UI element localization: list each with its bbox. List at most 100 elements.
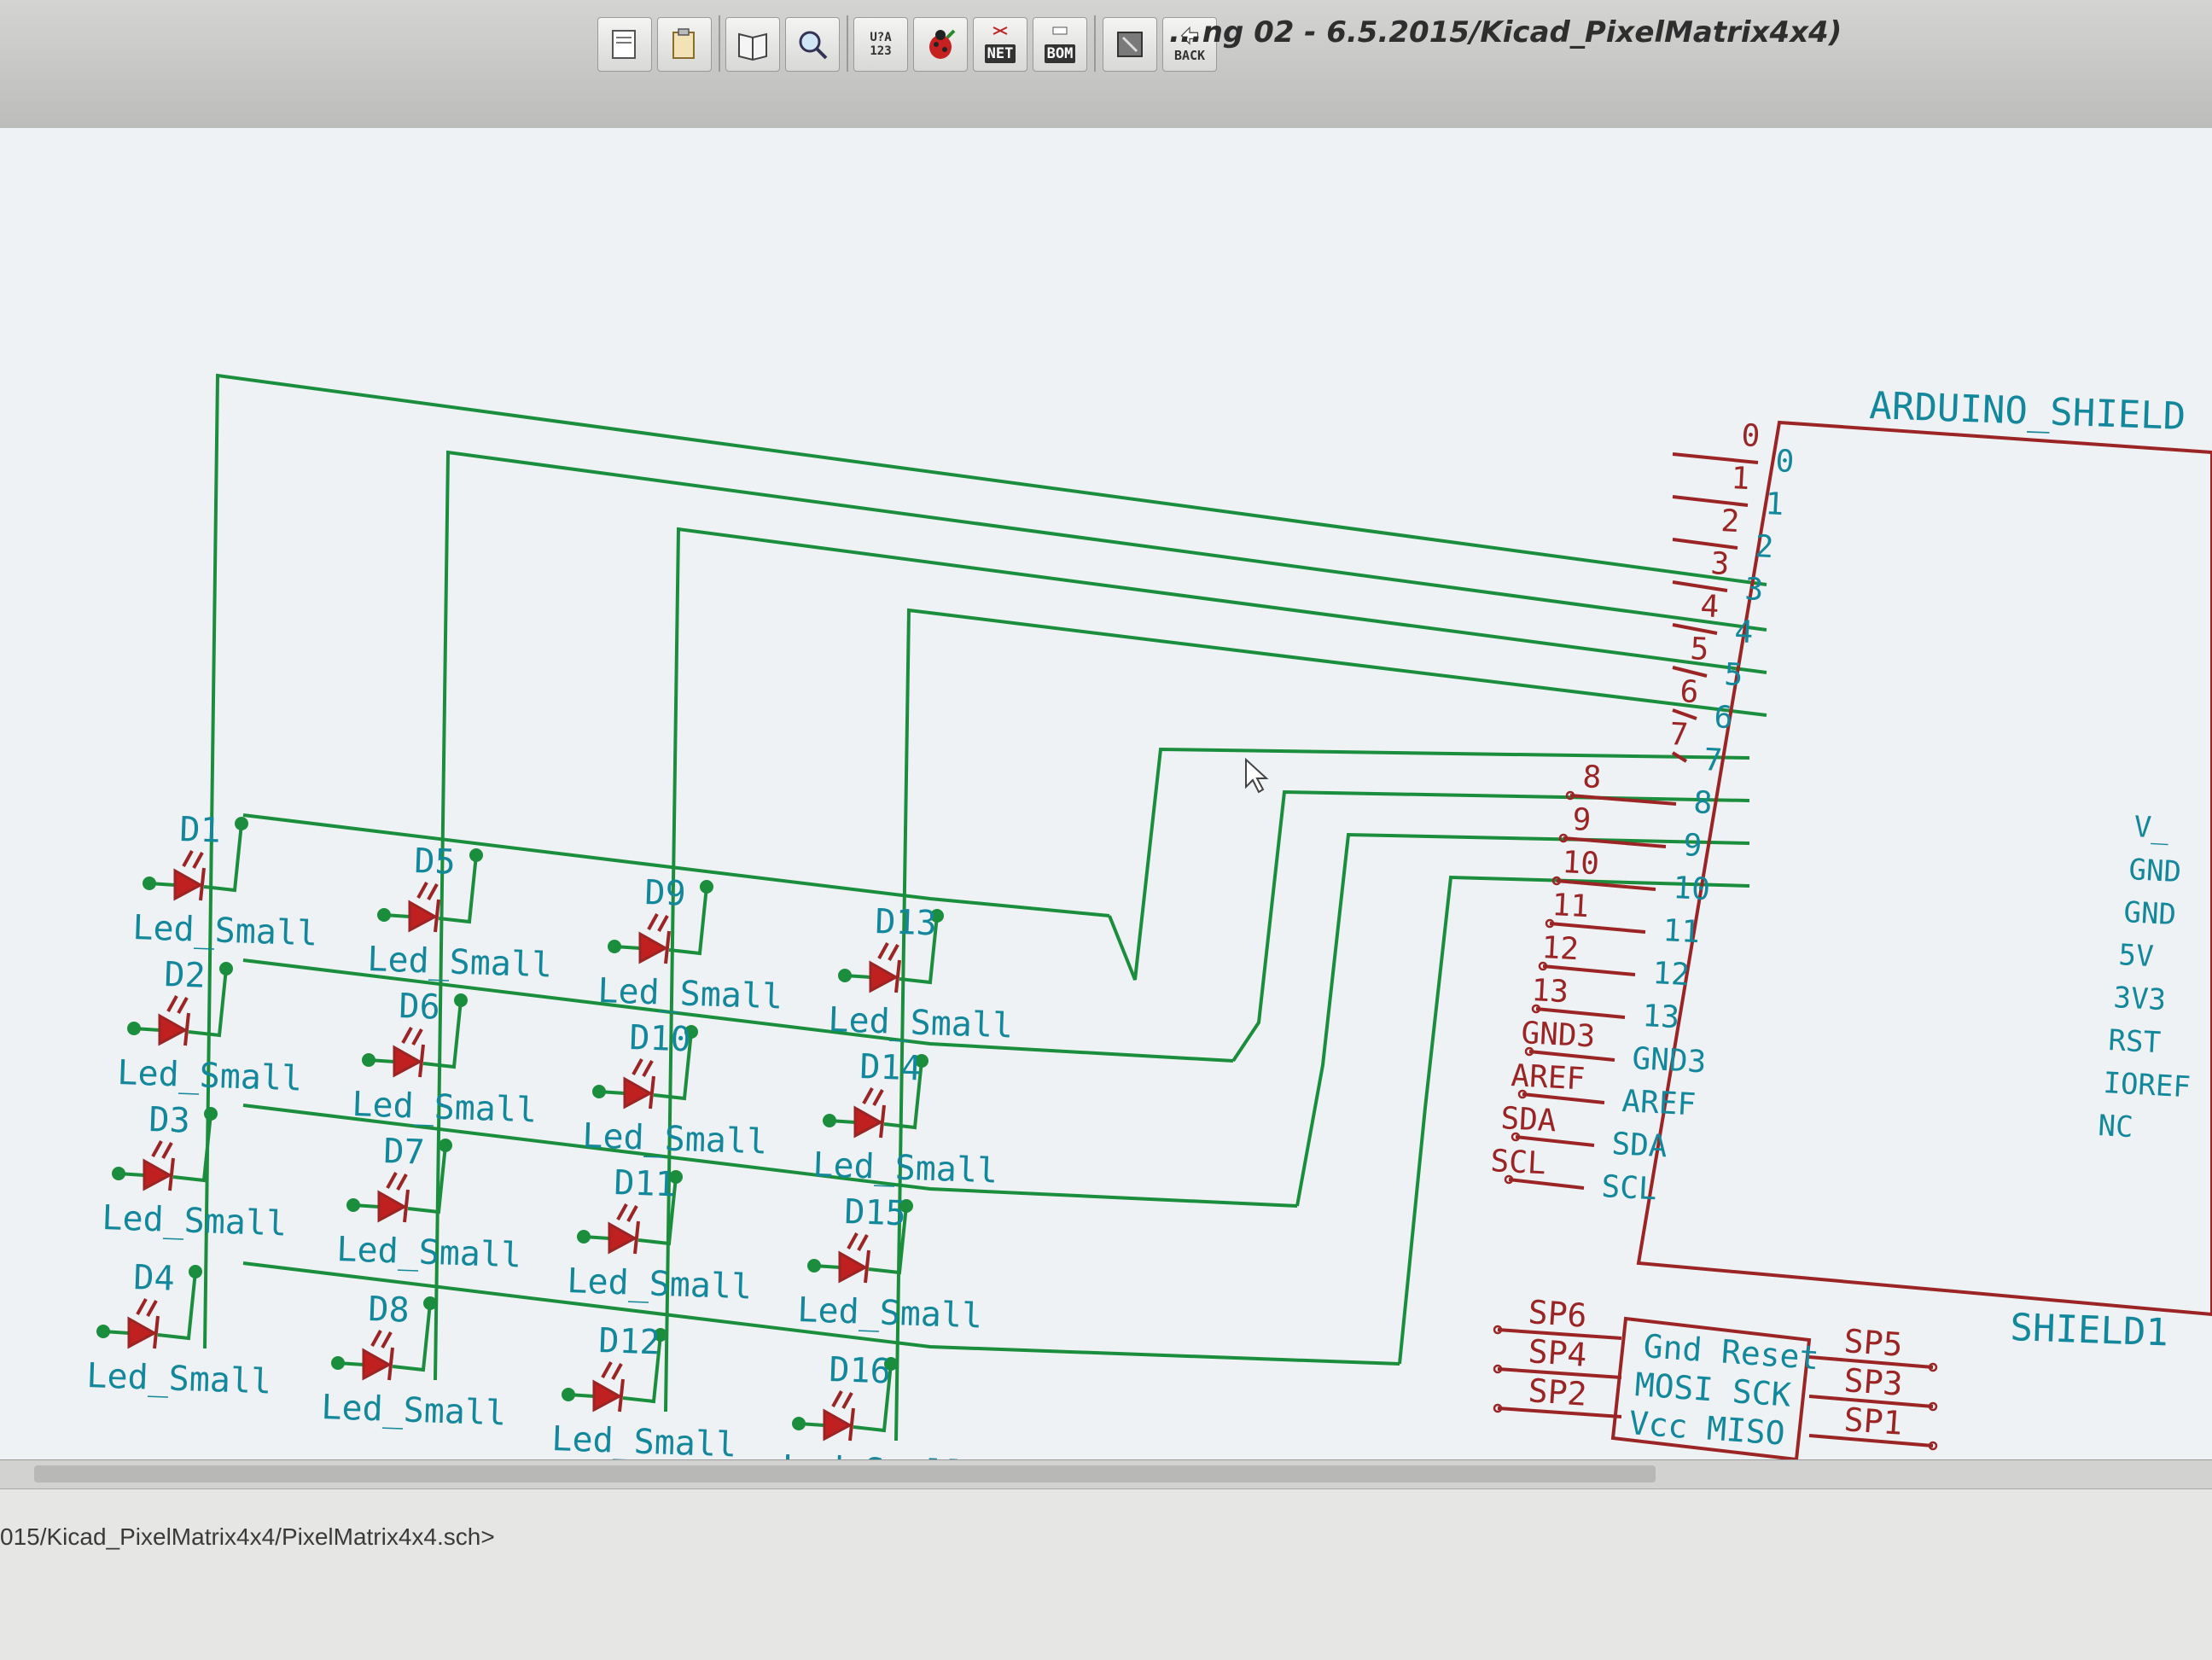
scrollbar-thumb[interactable] [34,1465,1656,1482]
shield-pin [1672,452,1759,464]
junction-dot [331,1356,345,1370]
paste-button[interactable] [657,17,712,72]
led-value: Led_Small [132,908,318,954]
junction-dot [608,940,621,953]
led-emission-arrow [632,1058,643,1075]
led-lead [868,1205,908,1275]
shield-pin [1672,666,1708,678]
led-reference: D1 [179,810,222,851]
library-editor-button[interactable] [725,17,780,72]
pin-end-marker [1517,1089,1528,1099]
led-value: Led_Small [102,1198,288,1244]
led-lead [622,1334,662,1404]
led-emission-arrow [411,1028,423,1046]
led-symbol [638,931,669,964]
icsp-pin-label: SP1 [1842,1401,1904,1442]
led-lead [899,915,939,985]
led-value: Led_Small [352,1085,538,1131]
icsp-pin [1497,1367,1622,1379]
led-reference: D9 [644,873,687,914]
icsp-pin [1808,1355,1934,1369]
pin-end-marker [1504,1174,1514,1185]
row-wire [242,813,1110,917]
bom-button[interactable]: BOM [1033,17,1087,72]
led-lead [668,886,708,956]
erc-button[interactable] [913,17,968,72]
pin-end-marker [1524,1046,1534,1057]
led-cathode-bar [894,959,901,993]
icsp-pin-label: SP3 [1842,1361,1904,1403]
shield-pin-name: 6 [1714,700,1734,736]
shield-pin [1515,1135,1595,1147]
back-button[interactable]: BACK [1162,17,1217,72]
led-value: Led_Small [117,1053,303,1099]
junction-dot [700,880,713,894]
led-reference: D4 [133,1258,176,1299]
led-cathode-bar [153,1315,160,1349]
row-route-wire [1398,875,1750,1365]
file-path-status: 015/Kicad_PixelMatrix4x4/PixelMatrix4x4.… [0,1523,495,1550]
led-lead [637,1176,678,1246]
led-emission-arrow [872,1089,884,1106]
shield-pin [1542,964,1636,976]
shield-pin-name: 1 [1765,486,1785,522]
book-icon [738,32,767,61]
led-emission-arrow [616,1203,628,1220]
icsp-pin-label: SP2 [1527,1372,1588,1413]
shield-pin [1528,1050,1615,1062]
led-emission-arrow [862,1087,874,1104]
back-arrow-icon [1180,26,1199,45]
netlist-button[interactable]: NET [973,17,1027,72]
led-symbol [143,1158,173,1191]
junction-dot [346,1198,360,1212]
junction-dot [362,1053,375,1067]
led-cathode-bar [879,1104,886,1139]
icsp-outline [1610,1316,1812,1459]
led-emission-arrow [888,944,899,961]
shield-pin [1508,1178,1585,1190]
shield-pin [1672,623,1718,635]
column-wire [894,608,1767,1442]
led-value: Led_Small [321,1388,507,1434]
led-reference: D14 [859,1047,923,1088]
pin-end-marker [1511,1132,1521,1142]
led-reference: D15 [844,1192,907,1233]
shield-pin-number: 3 [1710,546,1731,582]
toolbar-separator [1094,15,1096,72]
shield-pin [1672,708,1697,720]
page-settings-button[interactable] [597,17,652,72]
library-browser-button[interactable] [785,17,840,72]
pin-end-marker [1928,1441,1938,1451]
junction-dot [127,1022,141,1035]
row-wire [242,1261,1400,1366]
junction-dot [899,1199,913,1213]
icsp-pin [1808,1395,1934,1408]
shield-right-pin-name: V_ [2133,810,2171,846]
junction-dot [654,1328,667,1342]
led-emission-arrow [416,882,428,899]
icsp-pin-label: SP5 [1842,1322,1904,1364]
horizontal-scrollbar[interactable] [0,1459,2212,1490]
led-reference: D12 [598,1321,661,1362]
shield-pin [1672,538,1738,550]
led-emission-arrow [847,1232,859,1249]
led-reference: D3 [148,1100,191,1141]
magnifier-icon [799,31,828,60]
led-value: Led_Small [582,1116,768,1162]
shield-pin-name: AREF [1621,1084,1697,1122]
led-emission-arrow [427,883,439,900]
pcbnew-button[interactable] [1103,17,1157,72]
junction-dot [469,848,483,862]
pin-end-marker [1928,1401,1938,1412]
schematic-drawing[interactable]: D1Led_SmallD2Led_SmallD3Led_SmallD4Led_S… [0,128,2212,1459]
toolbar-separator [719,15,720,72]
shield-pin [1671,751,1688,763]
shield-right-pin-name: GND [2128,853,2182,889]
annotate-button[interactable]: U?A 123 [853,17,908,72]
junction-dot [439,1139,452,1152]
led-reference: D13 [875,902,938,943]
junction-dot [562,1388,575,1401]
